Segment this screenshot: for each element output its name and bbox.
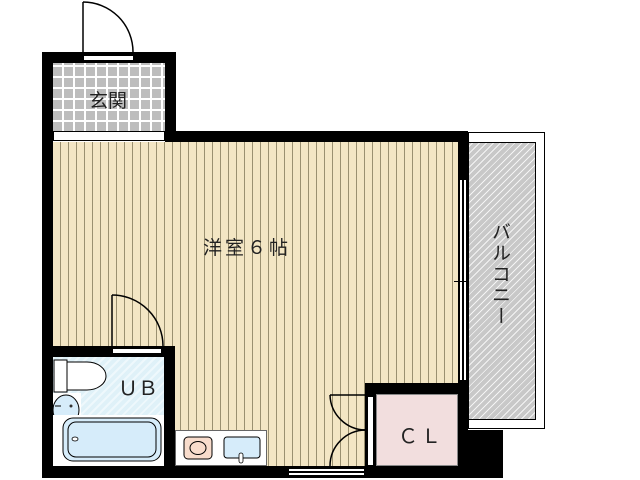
- stove-icon: [183, 436, 213, 460]
- bath-wall-right: [164, 346, 175, 478]
- balcony-window[interactable]: [459, 180, 467, 380]
- south-window[interactable]: [288, 468, 365, 476]
- wall-block-se: [458, 430, 503, 478]
- balcony-window-mullion: [454, 281, 472, 282]
- bath-door-opening: [112, 348, 162, 354]
- bath-door-icon[interactable]: [110, 292, 166, 348]
- unit-bath-label: ＵＢ: [118, 376, 158, 400]
- closet-double-door-icon[interactable]: [328, 393, 368, 467]
- bath-wall-top: [42, 346, 175, 357]
- entrance-step: [53, 131, 165, 141]
- entry-door-icon: [82, 1, 134, 53]
- balcony: [468, 142, 536, 420]
- toilet-icon: [53, 359, 107, 393]
- entrance-label: 玄関: [89, 90, 128, 112]
- western-room-label: 洋室６帖: [203, 237, 292, 259]
- entrance-door-opening: [83, 55, 134, 61]
- balcony-label: バルコニー: [489, 222, 511, 327]
- entrance-tile: [53, 63, 165, 131]
- closet-floor: [376, 394, 458, 466]
- closet-wall-top: [365, 383, 468, 394]
- wall-top-main: [165, 131, 468, 142]
- wall-left: [42, 52, 53, 478]
- closet-label: ＣＬ: [398, 424, 444, 448]
- kitchen-sink-icon: [223, 436, 261, 464]
- closet-door-opening: [367, 396, 374, 466]
- wall-bottom: [42, 466, 468, 478]
- bathtub-icon: [53, 415, 164, 466]
- entrance-wall-right: [165, 52, 176, 142]
